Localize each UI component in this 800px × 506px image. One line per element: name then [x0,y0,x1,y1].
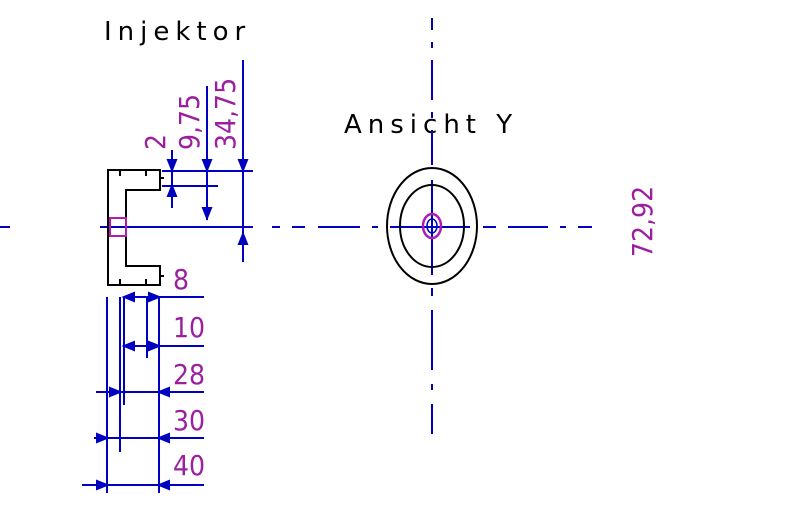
ansicht-y-title: Ansicht Y [344,110,518,140]
dim-30: 30 [173,404,205,437]
dim-28: 28 [173,358,205,391]
vertical-dimension-lines [162,60,253,262]
horizontal-dimension-lines [82,291,204,493]
cut-off-dimension-clip: 72,92 [626,186,659,258]
ansicht-y-view [386,167,478,285]
dim-8: 8 [173,263,189,296]
injektor-title: Injektor [104,17,251,47]
dim-72-92-cutoff: 72,92 [626,186,659,258]
injektor-highlight-slot [109,217,127,237]
bore-highlight [421,212,443,240]
dim-40: 40 [173,449,205,482]
dim-2: 2 [139,134,172,150]
dim-9-75: 9,75 [173,94,206,150]
injektor-part [107,169,164,286]
dim-10: 10 [173,311,205,344]
dim-34-75: 34,75 [209,78,242,150]
